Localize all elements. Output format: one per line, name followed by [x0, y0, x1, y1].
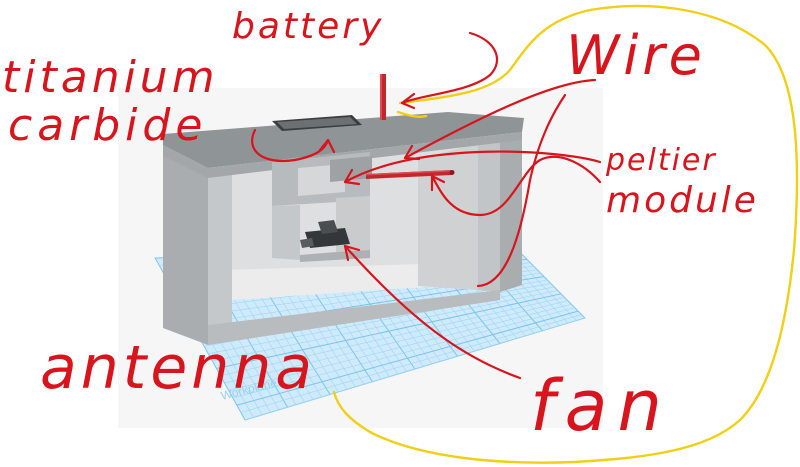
- lid-top: [163, 112, 524, 168]
- peltier-rod: [366, 170, 455, 179]
- handwritten-labels: battery Wire titanium carbide peltier mo…: [2, 6, 759, 447]
- grid-line: [224, 300, 569, 384]
- left-wall: [163, 145, 208, 345]
- yellow-outline: [332, 4, 799, 464]
- label-wire: Wire: [566, 24, 706, 87]
- grid-line: [228, 303, 572, 391]
- grid-line: [216, 293, 562, 369]
- grid-line: [244, 317, 585, 420]
- label-fan: fan: [530, 365, 672, 447]
- grid-line: [240, 314, 582, 413]
- label-titanium: titanium: [2, 52, 219, 103]
- right-wall: [500, 130, 522, 292]
- yellow-wire-mark: [396, 110, 428, 118]
- label-carbide: carbide: [8, 100, 207, 151]
- grid-line: [212, 290, 558, 362]
- label-antenna: antenna: [40, 333, 316, 403]
- grid-line: [220, 296, 565, 377]
- battery-rod: [380, 74, 386, 120]
- label-battery: battery: [232, 6, 384, 47]
- grid-line: [232, 307, 575, 399]
- grid-line: [236, 310, 579, 406]
- label-peltier: peltier: [605, 143, 717, 178]
- label-module: module: [606, 180, 759, 221]
- annotation-arrows: [251, 31, 602, 380]
- fan-part: [300, 220, 350, 248]
- bottom-rail: [208, 290, 500, 345]
